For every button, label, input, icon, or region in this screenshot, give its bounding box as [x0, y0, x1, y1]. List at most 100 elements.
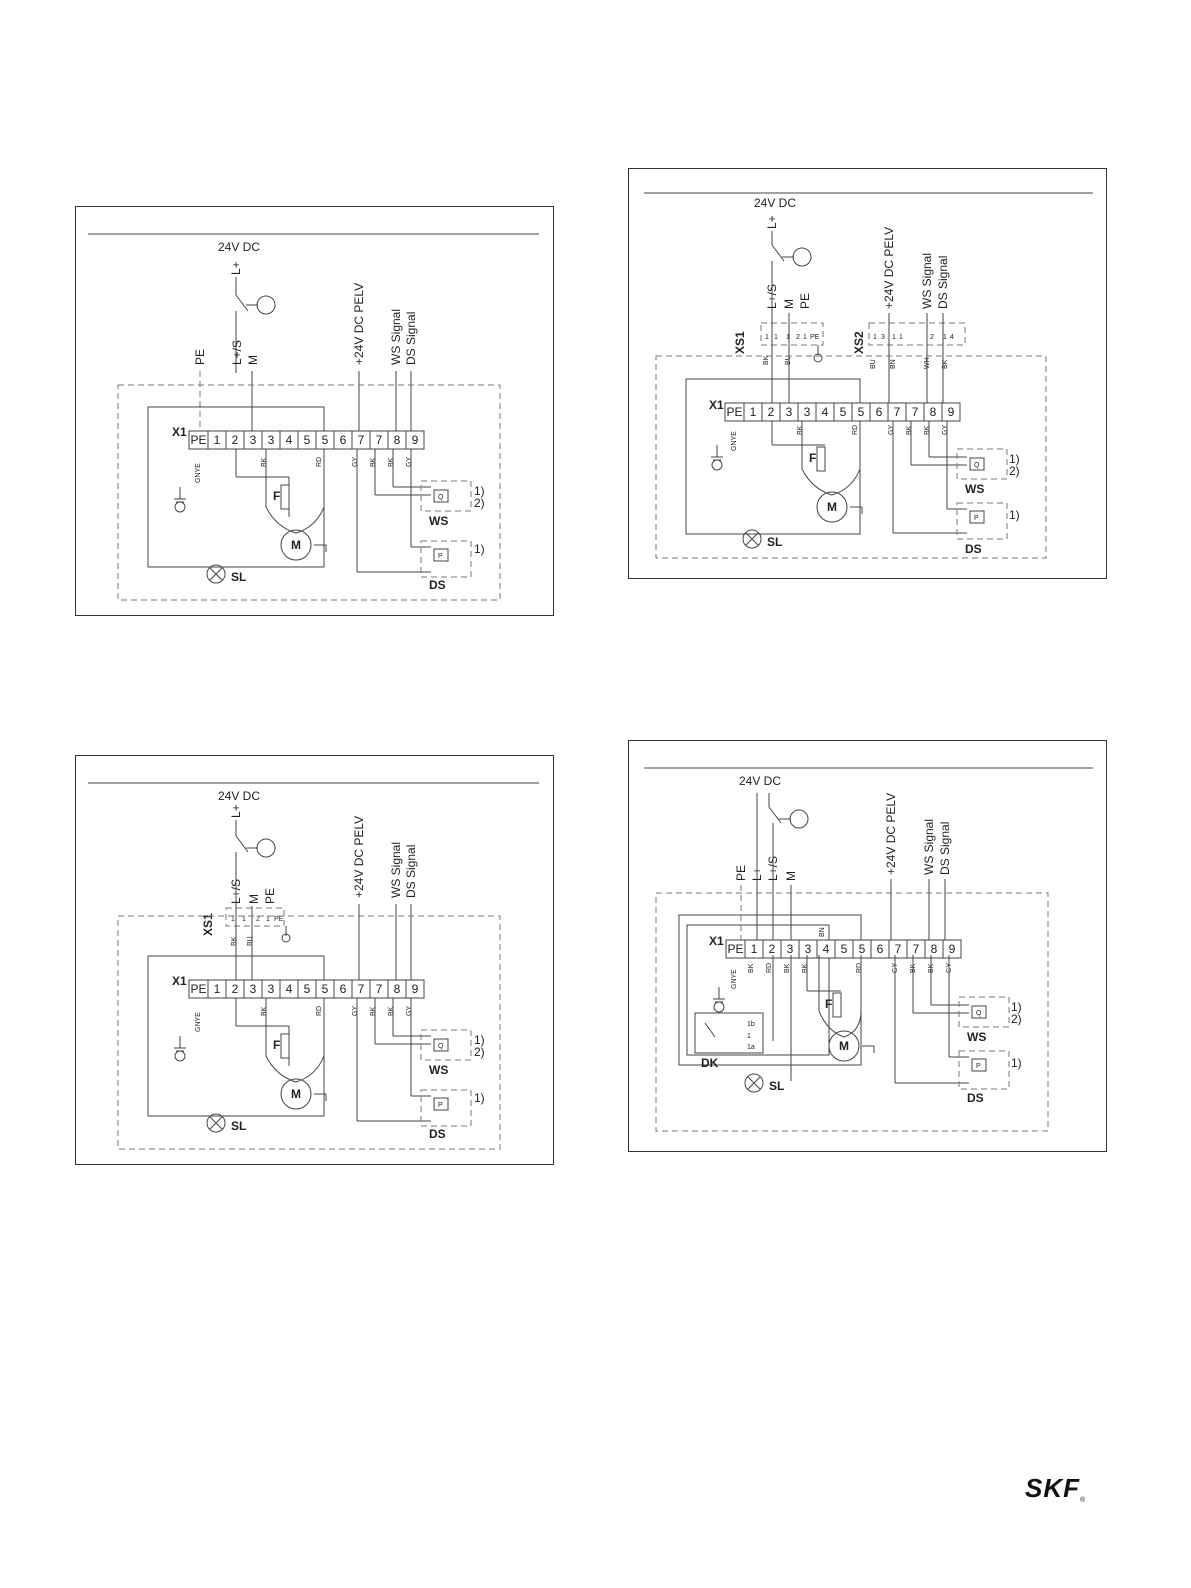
- terminal-label: 5: [840, 405, 847, 419]
- wire-color: GNYE: [195, 463, 202, 483]
- terminal-label: 3: [268, 982, 275, 996]
- terminal-cell: [405, 979, 425, 999]
- skf-logo: SKF®: [1025, 1473, 1086, 1504]
- note: 1): [474, 484, 485, 498]
- note: 1): [1011, 1056, 1022, 1070]
- supply-label: 24V DC: [754, 196, 796, 210]
- label-ws: WS Signal: [920, 253, 934, 309]
- switch-icon: [235, 294, 249, 312]
- strip-name: X1: [709, 934, 724, 948]
- p-label: P: [976, 1063, 981, 1070]
- connector2-name: XS2: [852, 331, 866, 354]
- pin: 1: [765, 334, 769, 341]
- dk-contact: 1a: [747, 1044, 755, 1051]
- wire-color: BK: [231, 936, 238, 946]
- note: 2): [474, 1045, 485, 1059]
- terminal-label: 7: [358, 982, 365, 996]
- terminal-label: 4: [822, 405, 829, 419]
- q-label: Q: [438, 494, 444, 501]
- terminal-label: 7: [894, 405, 901, 419]
- wire-color: BK: [261, 1006, 268, 1016]
- terminal-label: 6: [876, 405, 883, 419]
- pin: 1: [266, 916, 270, 923]
- wiring-diagram-1: 24V DC L+ PE L+/S M +24V DC PELV WS Sign…: [75, 206, 554, 616]
- supply-label: 24V DC: [739, 774, 781, 788]
- fuse-label: F: [273, 1038, 280, 1052]
- logo-mark: ®: [1080, 1497, 1087, 1504]
- p-label: P: [438, 1102, 443, 1109]
- sl-label: SL: [769, 1079, 784, 1093]
- wire-color: BK: [784, 963, 791, 973]
- terminal-label: 3: [804, 405, 811, 419]
- label-m: M: [246, 355, 260, 365]
- pin: 1: [892, 334, 896, 341]
- terminal-label: 6: [340, 982, 347, 996]
- terminal-label: 5: [322, 433, 329, 447]
- fuse-label: F: [825, 997, 832, 1011]
- wire-color: GY: [888, 425, 895, 435]
- ground-icon: [813, 345, 823, 363]
- wire-color: GY: [942, 425, 949, 435]
- connector-xs1: [225, 907, 285, 927]
- p-sensor-icon: [433, 1097, 449, 1111]
- lamp-icon: [742, 529, 762, 549]
- motor-icon: [828, 1030, 860, 1062]
- note: 1): [1011, 1000, 1022, 1014]
- wire-color: GY: [406, 457, 413, 467]
- wire-color: GY: [352, 457, 359, 467]
- terminal-label: 8: [931, 942, 938, 956]
- strip-name: X1: [709, 398, 724, 412]
- terminal-label: 1: [750, 405, 757, 419]
- terminal-label: 7: [895, 942, 902, 956]
- wiring-diagram-4: 24V DC PE L+ L+/S M +24V DC PELV WS Sign…: [628, 740, 1107, 1152]
- wire-color: RD: [316, 1006, 323, 1016]
- sl-label: SL: [767, 535, 782, 549]
- p-sensor-icon: [969, 510, 985, 524]
- terminal-label: 5: [304, 982, 311, 996]
- lamp-icon: [206, 564, 226, 584]
- lamp-icon: [744, 1073, 764, 1093]
- wire-color: BK: [261, 457, 268, 467]
- ds-label: DS: [429, 578, 446, 592]
- wiring-diagram-1-svg: 24V DC L+ PE L+/S M +24V DC PELV WS Sign…: [88, 233, 539, 601]
- terminal-label: 4: [286, 433, 293, 447]
- wire-color: BN: [819, 927, 826, 937]
- terminal-label: 5: [841, 942, 848, 956]
- terminal-label: PE: [190, 433, 206, 447]
- label-lplus: L+: [229, 261, 243, 275]
- wiring-diagram-2-svg: 24V DC L+ L+/S M PE +24V DC PELV WS Sign…: [88, 782, 539, 1150]
- terminal-label: 2: [768, 405, 775, 419]
- label-pe: PE: [193, 349, 207, 365]
- terminal-label: 7: [913, 942, 920, 956]
- motor-label: M: [291, 1087, 301, 1101]
- wire-color: BU: [870, 359, 877, 369]
- p-label: P: [974, 515, 979, 522]
- wire-color: BK: [748, 963, 755, 973]
- earth-icon: [711, 459, 723, 471]
- ws-label: WS: [429, 1063, 448, 1077]
- terminal-label: 1: [214, 982, 221, 996]
- label-pe: PE: [798, 293, 812, 309]
- pin: 1: [242, 916, 246, 923]
- q-sensor-icon: [969, 457, 985, 471]
- label-pe: PE: [734, 865, 748, 881]
- dk-contact: 1: [747, 1033, 751, 1040]
- wiring-diagram-3: 24V DC L+ L+/S M PE +24V DC PELV WS Sign…: [628, 168, 1107, 579]
- terminal-label: 2: [232, 433, 239, 447]
- terminal-label: 8: [394, 982, 401, 996]
- pin: 2: [256, 916, 260, 923]
- wire-color: GNYE: [731, 969, 738, 989]
- switch-icon: [771, 244, 785, 262]
- dk-contact: 1b: [747, 1021, 755, 1028]
- terminal-label: 3: [268, 433, 275, 447]
- pin: 2: [796, 334, 800, 341]
- connector-xs1: [760, 322, 824, 346]
- wire-color: RD: [316, 457, 323, 467]
- pin: 1: [774, 334, 778, 341]
- terminal-label: 9: [412, 982, 419, 996]
- sl-label: SL: [231, 570, 246, 584]
- wire-color: BK: [797, 425, 804, 435]
- wire-color: BK: [370, 1006, 377, 1016]
- pin: 4: [950, 334, 954, 341]
- terminal-label: 7: [376, 982, 383, 996]
